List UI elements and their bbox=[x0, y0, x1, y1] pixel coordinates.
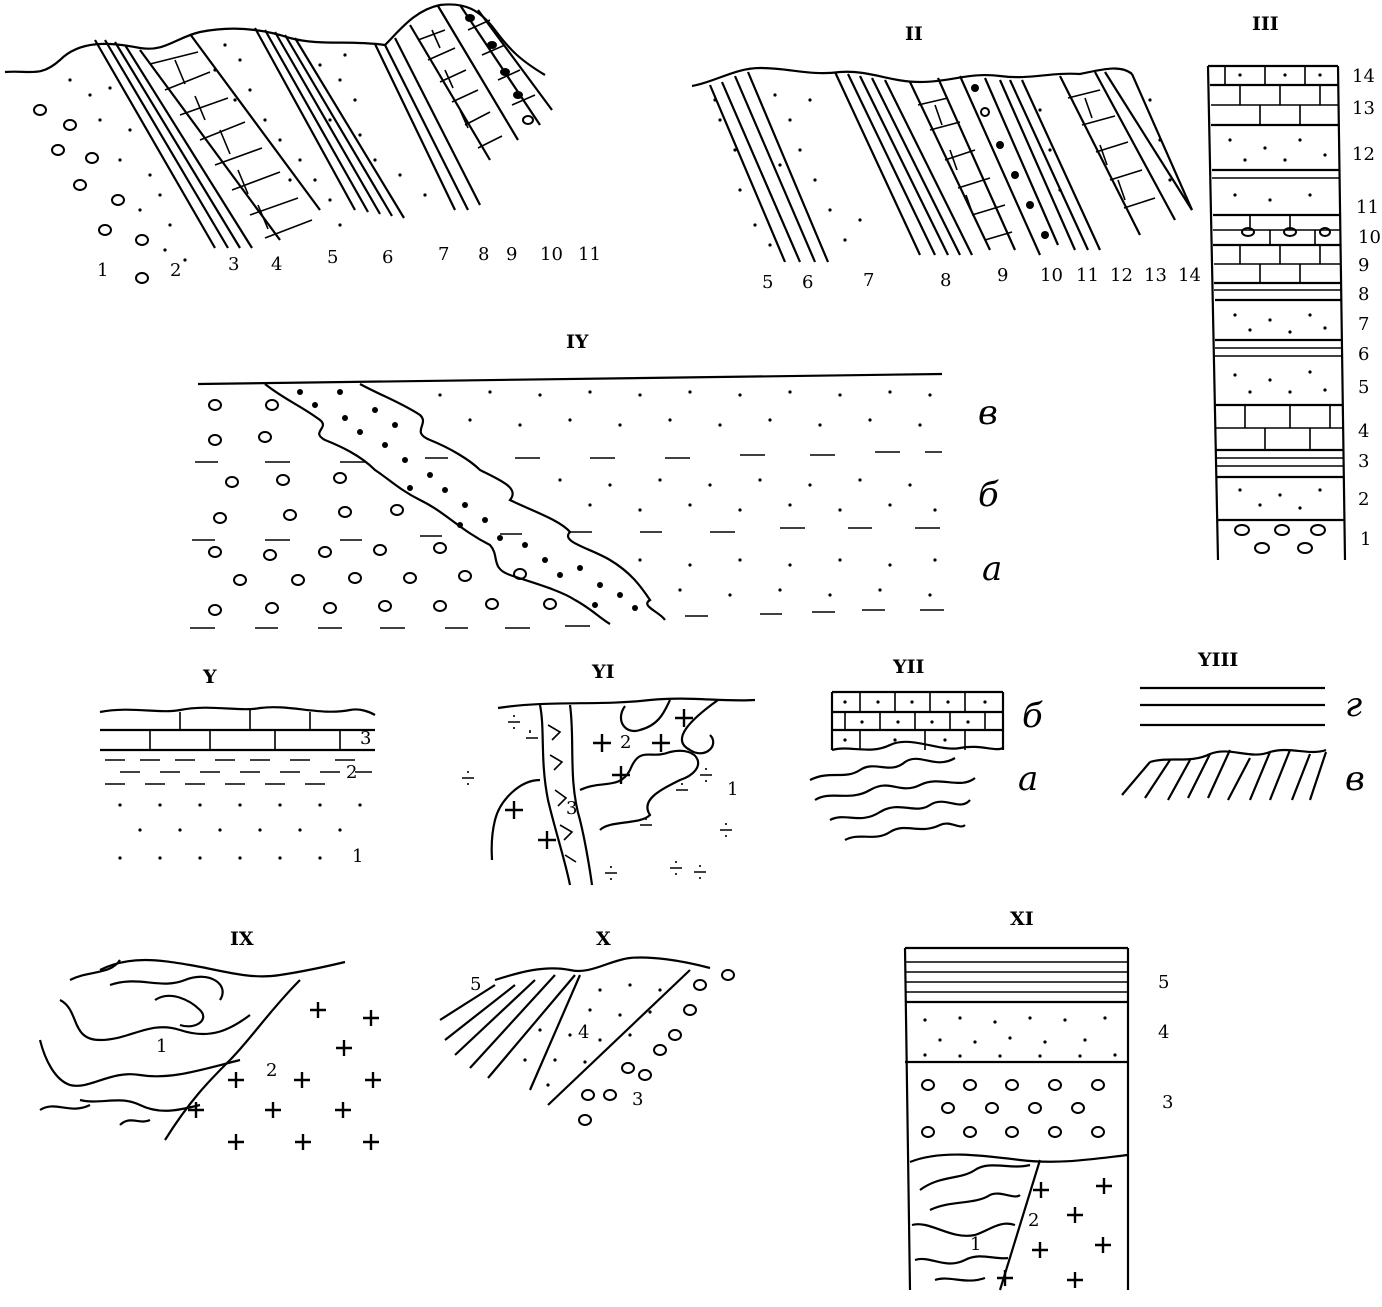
section-3-label-13: 13 bbox=[1352, 98, 1375, 119]
section-3-label-2: 2 bbox=[1358, 489, 1369, 510]
section-5-title: Y bbox=[202, 666, 217, 688]
section-3-stratigraphic-column: III bbox=[1206, 13, 1381, 561]
section-1-label-10: 10 bbox=[540, 244, 563, 265]
section-2-label-6: 6 bbox=[802, 272, 813, 293]
section-2-label-5: 5 bbox=[762, 272, 773, 293]
section-8-unconformity: YIII г в bbox=[1121, 649, 1365, 801]
section-11-label-3: 3 bbox=[1162, 1092, 1173, 1113]
section-3-label-14: 14 bbox=[1352, 66, 1375, 87]
section-3-title: III bbox=[1252, 13, 1279, 35]
section-2-title: II bbox=[905, 23, 923, 45]
section-11-label-5: 5 bbox=[1158, 972, 1169, 993]
section-1-label-5: 5 bbox=[327, 247, 338, 268]
section-2-label-12: 12 bbox=[1110, 265, 1133, 286]
section-2-label-14: 14 bbox=[1178, 265, 1201, 286]
section-6-intrusion: YI 2 1 3 bbox=[462, 661, 756, 886]
section-3-label-4: 4 bbox=[1358, 421, 1369, 442]
section-10-label-5: 5 bbox=[470, 974, 481, 995]
section-5-strata: Y 3 2 1 bbox=[99, 666, 376, 867]
section-4-label-b: б bbox=[978, 475, 999, 515]
section-4-facies-diagram: IY bbox=[190, 331, 1002, 629]
section-2-label-9: 9 bbox=[997, 265, 1008, 286]
section-1-label-7: 7 bbox=[438, 244, 449, 265]
section-3-label-1: 1 bbox=[1360, 529, 1371, 550]
section-1-label-2: 2 bbox=[170, 260, 181, 281]
section-4-label-v: в bbox=[978, 393, 998, 433]
section-2-label-8: 8 bbox=[940, 270, 951, 291]
section-3-label-6: 6 bbox=[1358, 344, 1369, 365]
section-6-label-3: 3 bbox=[566, 798, 577, 819]
section-3-label-11: 11 bbox=[1356, 197, 1379, 218]
section-11-stratigraphic-column: XI 5 4 3 2 1 bbox=[903, 908, 1173, 1291]
section-4-label-a: а bbox=[982, 549, 1002, 589]
section-7-label-a: а bbox=[1018, 759, 1038, 799]
section-9-intrusion: IX 1 2 bbox=[38, 928, 381, 1150]
section-1-label-11: 11 bbox=[578, 244, 601, 265]
section-10-label-3: 3 bbox=[632, 1089, 643, 1110]
section-3-label-7: 7 bbox=[1358, 314, 1369, 335]
section-2-label-10: 10 bbox=[1040, 265, 1063, 286]
section-9-label-2: 2 bbox=[266, 1060, 277, 1081]
section-11-label-2: 2 bbox=[1028, 1210, 1039, 1231]
section-9-title: IX bbox=[230, 928, 254, 950]
section-3-label-9: 9 bbox=[1358, 255, 1369, 276]
section-5-label-3: 3 bbox=[360, 728, 371, 749]
section-6-title: YI bbox=[591, 661, 615, 683]
section-1-label-9: 9 bbox=[506, 244, 517, 265]
section-8-title: YIII bbox=[1197, 649, 1238, 671]
section-10-title: X bbox=[596, 928, 611, 950]
section-1-cross-section: 1 2 3 4 5 6 7 8 9 10 11 bbox=[4, 3, 601, 284]
section-1-label-1: 1 bbox=[97, 260, 108, 281]
section-7-label-b: б bbox=[1022, 696, 1043, 736]
section-10-strata: X 5 4 3 bbox=[439, 928, 735, 1126]
section-3-label-12: 12 bbox=[1352, 144, 1375, 165]
section-11-label-4: 4 bbox=[1158, 1022, 1169, 1043]
section-6-label-1: 1 bbox=[727, 779, 738, 800]
section-1-label-3: 3 bbox=[228, 254, 239, 275]
section-3-label-10: 10 bbox=[1358, 227, 1381, 248]
section-3-label-3: 3 bbox=[1358, 451, 1369, 472]
section-2-label-13: 13 bbox=[1144, 265, 1167, 286]
section-2-cross-section: II bbox=[691, 23, 1201, 293]
section-2-label-7: 7 bbox=[863, 270, 874, 291]
section-11-title: XI bbox=[1010, 908, 1034, 930]
section-3-label-8: 8 bbox=[1358, 284, 1369, 305]
section-7-title: YII bbox=[892, 656, 924, 678]
section-8-label-g: г bbox=[1345, 685, 1362, 725]
section-1-label-4: 4 bbox=[271, 254, 282, 275]
section-5-label-2: 2 bbox=[346, 762, 357, 783]
section-4-title: IY bbox=[566, 331, 589, 353]
section-7-unconformity: YII б а bbox=[809, 656, 1043, 841]
section-9-label-1: 1 bbox=[156, 1036, 167, 1057]
section-2-label-11: 11 bbox=[1076, 265, 1099, 286]
section-1-label-8: 8 bbox=[478, 244, 489, 265]
section-5-label-1: 1 bbox=[352, 846, 363, 867]
section-10-label-4: 4 bbox=[578, 1022, 589, 1043]
section-1-label-6: 6 bbox=[382, 247, 393, 268]
section-8-label-v: в bbox=[1345, 759, 1365, 799]
section-6-label-2: 2 bbox=[620, 732, 631, 753]
section-11-label-1: 1 bbox=[970, 1234, 981, 1255]
section-3-label-5: 5 bbox=[1358, 377, 1369, 398]
